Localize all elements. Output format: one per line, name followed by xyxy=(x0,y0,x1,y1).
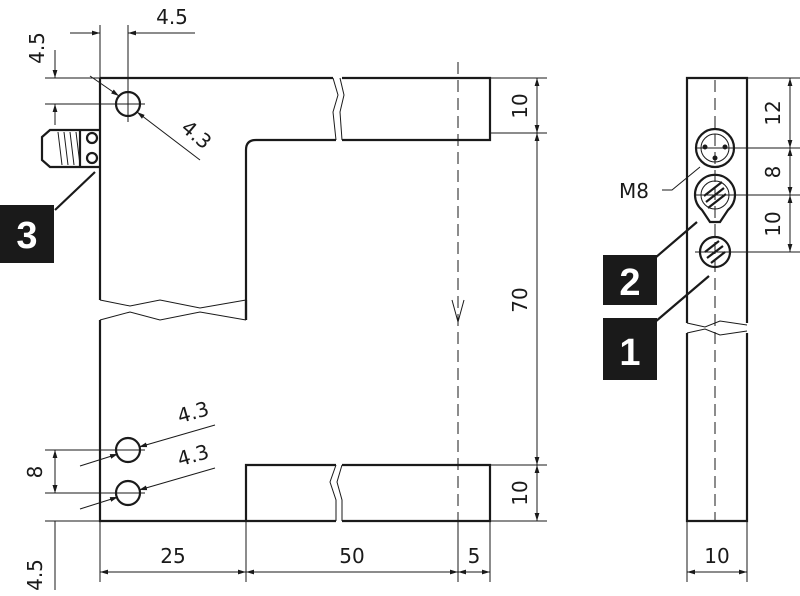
dim-side-lower: 10 xyxy=(761,211,785,236)
dim-top-offset: 4.5 xyxy=(156,5,188,29)
connector-icon xyxy=(40,128,100,169)
dim-side-top: 12 xyxy=(761,100,785,125)
dim-right-offset: 5 xyxy=(468,544,481,568)
dim-bottom-left-offset: 4.5 xyxy=(23,559,47,591)
callout-1-label: 1 xyxy=(619,332,640,374)
front-view: 3 4.5 4.5 4.3 4.3 4.3 8 4.5 xyxy=(0,5,547,591)
callout-1 xyxy=(603,318,657,380)
connector-label: M8 xyxy=(619,179,649,203)
dim-top-hole: 4.3 xyxy=(177,115,217,154)
dim-bottom-arm: 10 xyxy=(508,480,532,505)
dim-slot-height: 70 xyxy=(508,287,532,312)
callout-2-label: 2 xyxy=(619,262,640,304)
dim-slot-width: 50 xyxy=(339,544,364,568)
dim-bottom-hole-1: 4.3 xyxy=(174,396,211,428)
callout-3 xyxy=(0,205,54,263)
dim-side-width: 10 xyxy=(704,544,729,568)
callout-2 xyxy=(603,255,657,305)
dim-bottom-hole-2: 4.3 xyxy=(174,439,211,471)
dim-side-middle: 8 xyxy=(761,166,785,179)
dim-hole-spacing: 8 xyxy=(23,466,47,479)
dim-top-arm: 10 xyxy=(508,93,532,118)
dim-width-left: 25 xyxy=(160,544,185,568)
dim-left-offset: 4.5 xyxy=(25,32,49,64)
side-view: 12 8 10 M8 2 1 10 xyxy=(603,76,800,582)
callout-3-label: 3 xyxy=(16,215,37,257)
